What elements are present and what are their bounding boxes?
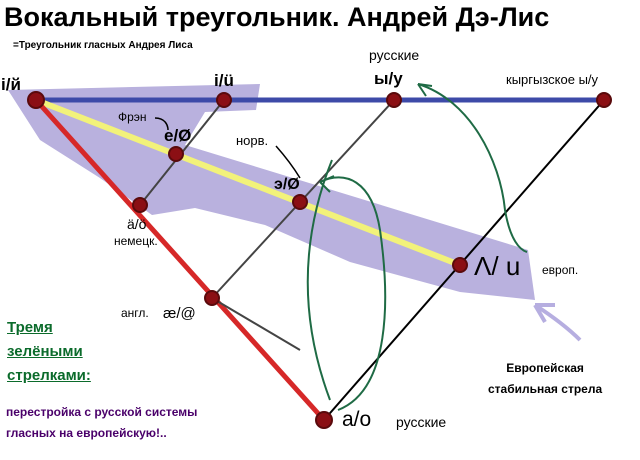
label-wedge-u: Λ/ u xyxy=(474,251,521,281)
label-y-u: ы/у xyxy=(374,69,403,88)
label-russkie-top: русские xyxy=(369,47,420,63)
label-evrop: европ. xyxy=(542,263,579,277)
node-wedge-u xyxy=(452,257,468,273)
green-arrow-top-head xyxy=(417,83,433,97)
label-kyrgyz: кыргызское ы/у xyxy=(506,72,599,87)
green-arrows-note: Тремя зелёными стрелками: xyxy=(7,316,91,388)
eu-note-line-1: Европейская xyxy=(506,361,584,375)
label-i-u-umlaut: i/ü xyxy=(214,71,234,90)
label-fren: Фрэн xyxy=(118,110,147,124)
label-a-o-umlaut: ä/ö xyxy=(127,216,147,232)
label-i-top-left: i/й xyxy=(1,75,21,94)
label-russkie-bottom: русские xyxy=(396,414,447,430)
node-eh-o xyxy=(292,194,308,210)
node-ae xyxy=(204,290,220,306)
node-a-o-umlaut xyxy=(132,197,148,213)
node-kyrgyz xyxy=(596,92,612,108)
yellow-diagonal-line xyxy=(34,97,462,268)
green-arrow-bottom xyxy=(306,159,333,401)
node-i-top-left xyxy=(27,91,45,109)
purple-note-line-1: перестройка с русской системы xyxy=(6,405,198,419)
european-stable-arrow-note: Европейская стабильная стрела xyxy=(488,358,602,400)
green-arrow-top xyxy=(417,83,528,253)
european-stable-arrow xyxy=(533,303,582,342)
purple-note-line-2: гласных на европейскую!.. xyxy=(6,426,167,440)
green-note-line-1: Тремя xyxy=(7,319,53,336)
norv-bracket xyxy=(275,145,301,179)
page-subtitle: =Треугольник гласных Андрея Лиса xyxy=(13,40,193,51)
green-note-line-3: стрелками: xyxy=(7,367,91,384)
fren-bracket xyxy=(154,117,169,131)
purple-note: перестройка с русской системы гласных на… xyxy=(6,402,197,444)
label-ae: æ/@ xyxy=(163,305,196,322)
label-a-o: a/o xyxy=(342,408,372,431)
label-eh-o: э/Ø xyxy=(274,176,300,193)
label-nemeck: немецк. xyxy=(114,234,158,248)
green-note-line-2: зелёными xyxy=(7,343,83,360)
label-norv: норв. xyxy=(236,133,269,148)
node-e-o xyxy=(168,146,184,162)
red-left-line xyxy=(34,98,326,422)
nodes xyxy=(27,91,612,429)
node-i-u-umlaut xyxy=(216,92,232,108)
node-a-o xyxy=(315,411,333,429)
label-angl: англ. xyxy=(121,306,149,320)
page-title: Вокальный треугольник. Андрей Дэ-Лис xyxy=(4,2,550,32)
green-arrow-middle xyxy=(319,176,387,411)
gray-line-3 xyxy=(211,297,301,351)
node-y-u xyxy=(386,92,402,108)
eu-note-line-2: стабильная стрела xyxy=(488,382,603,396)
green-arrow-middle-head xyxy=(319,175,335,193)
label-e-o: e/Ø xyxy=(164,126,192,145)
